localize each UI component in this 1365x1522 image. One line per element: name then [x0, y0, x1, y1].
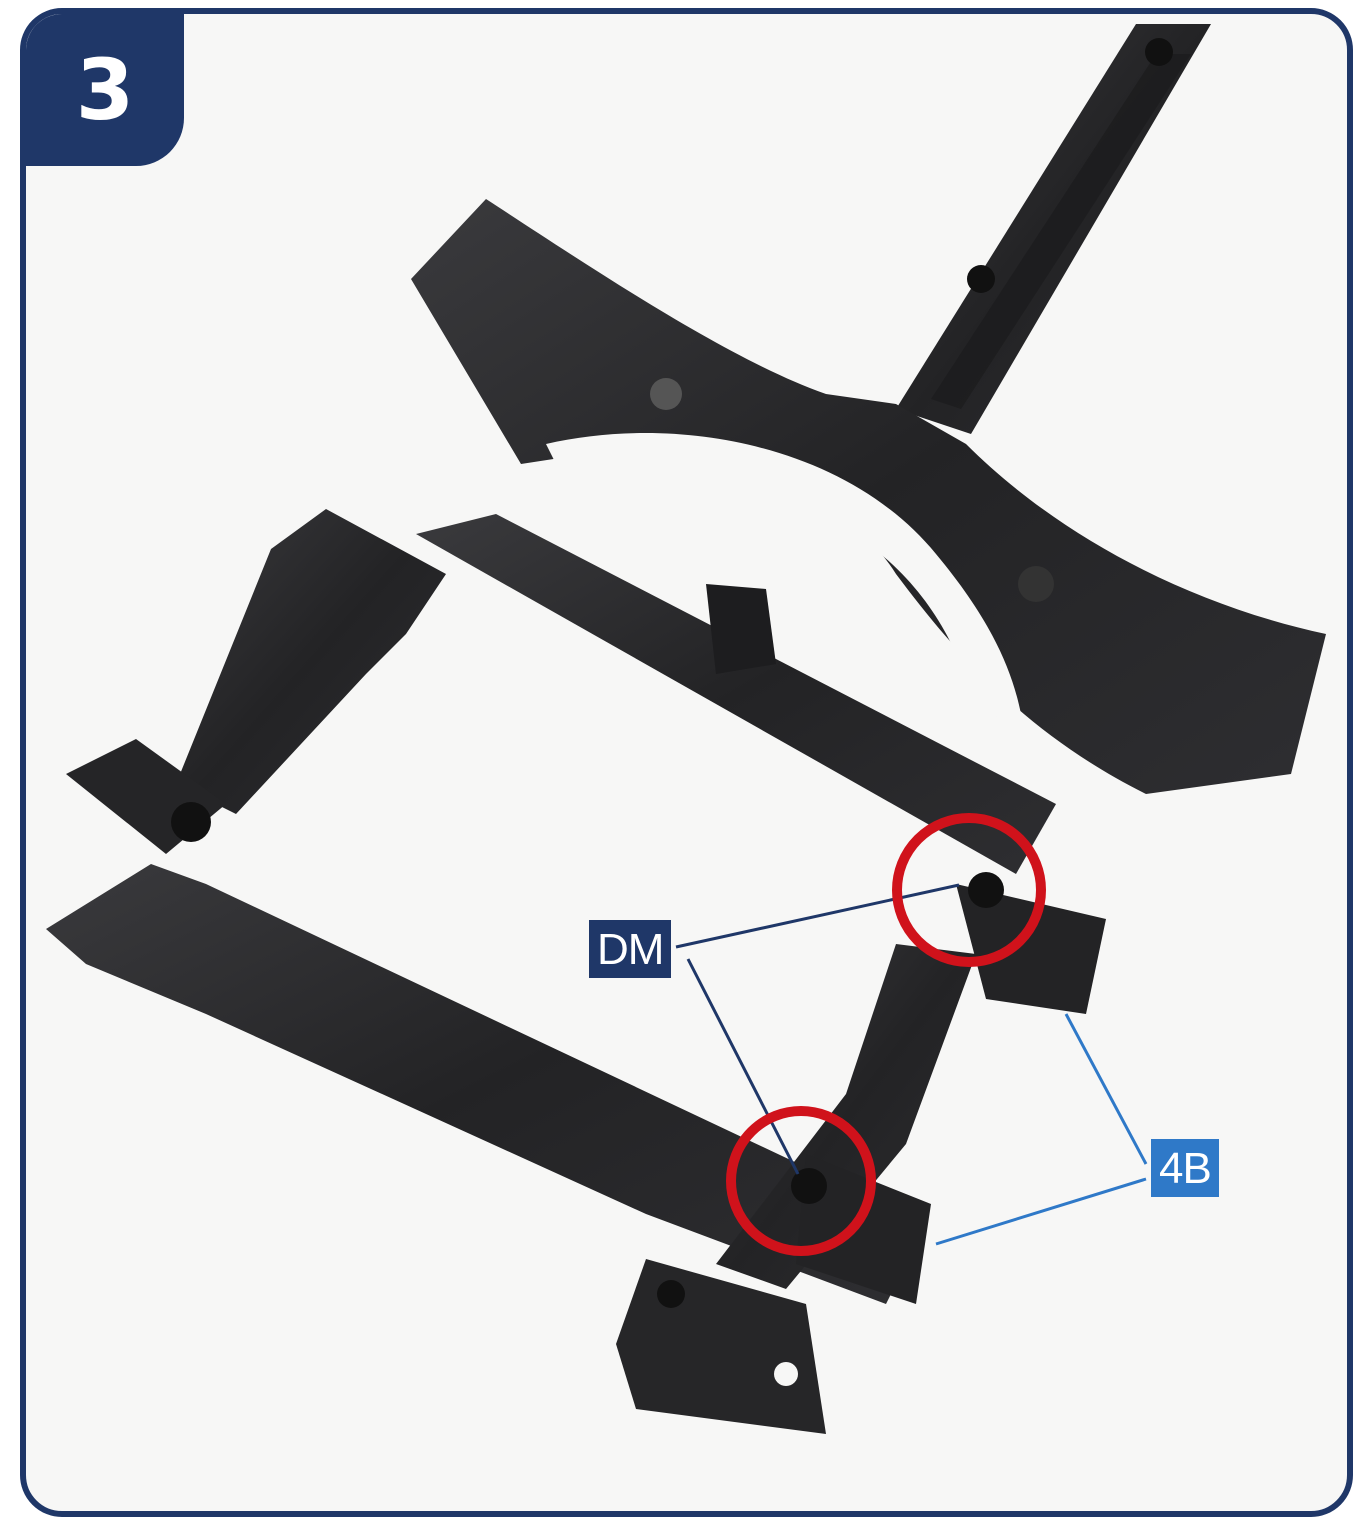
- part-photo: [46, 24, 1326, 1434]
- highlight-circle-lower: [726, 1106, 876, 1256]
- 4b-leader-line-2: [935, 1177, 1147, 1246]
- 4b-part-label: 4B: [1151, 1139, 1219, 1197]
- step-number: 3: [75, 41, 135, 139]
- instruction-panel: 3 DM 4B: [20, 8, 1353, 1517]
- dm-leader-line-2: [686, 958, 800, 1175]
- 4b-leader-line-1: [1064, 1013, 1148, 1165]
- cross-rail: [416, 514, 1056, 874]
- highlight-circle-upper: [892, 813, 1046, 967]
- dm-part-label: DM: [589, 920, 672, 978]
- dm-leader-line-1: [675, 883, 960, 949]
- lower-frame: [46, 864, 926, 1304]
- left-member: [176, 509, 446, 814]
- right-member: [716, 944, 976, 1289]
- step-badge: 3: [26, 14, 184, 166]
